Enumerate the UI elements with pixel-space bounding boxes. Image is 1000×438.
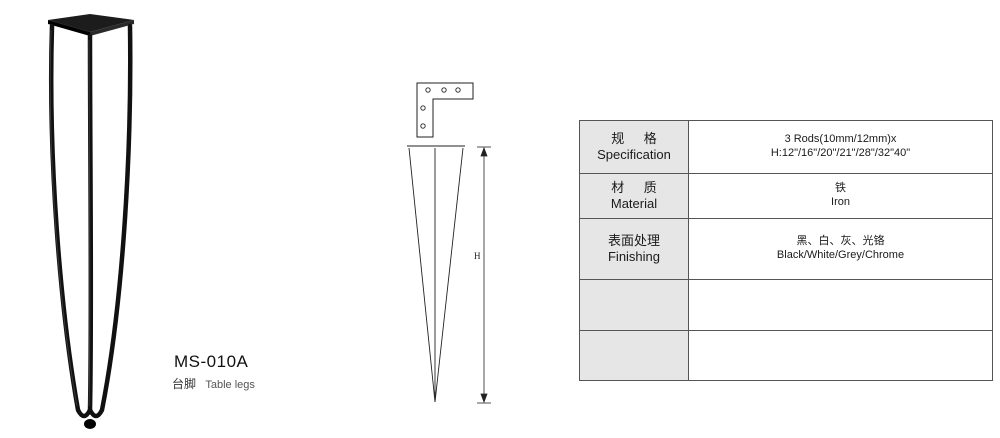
spec-label-cn: 材 质 bbox=[611, 179, 665, 195]
hairpin-leg-photo bbox=[48, 14, 134, 429]
spec-value-line: 3 Rods(10mm/12mm)x bbox=[784, 133, 897, 146]
spec-value-line: 黑、白、灰、光铬 bbox=[796, 235, 885, 248]
height-label: H bbox=[474, 251, 481, 261]
model-number: MS-010A bbox=[174, 352, 249, 371]
spec-row-finishing: 表面处理 Finishing 黑、白、灰、光铬 Black/White/Grey… bbox=[579, 218, 993, 280]
spec-label-cn: 表面处理 bbox=[607, 232, 660, 248]
spec-row-specification: 规 格 Specification 3 Rods(10mm/12mm)x H:1… bbox=[579, 120, 993, 174]
spec-label-cell bbox=[579, 279, 689, 331]
spec-row-material: 材 质 Material 铁 Iron bbox=[579, 173, 993, 219]
spec-label-en: Finishing bbox=[607, 249, 661, 264]
spec-value-line: H:12"/16"/20"/21"/28"/32"40" bbox=[770, 147, 911, 159]
leg-rods bbox=[48, 23, 133, 413]
spec-value-cell bbox=[688, 330, 993, 381]
spec-value-cell bbox=[688, 279, 993, 331]
foot-cap bbox=[84, 419, 96, 429]
spec-label-en: Material bbox=[610, 196, 658, 211]
spec-label-en: Specification bbox=[597, 147, 671, 162]
spec-value-line: Iron bbox=[831, 196, 850, 208]
spec-label-cell: 表面处理 Finishing bbox=[579, 218, 689, 280]
spec-row-empty bbox=[579, 330, 993, 381]
spec-value-line: 铁 bbox=[835, 182, 846, 195]
spec-value-cell: 铁 Iron bbox=[688, 173, 993, 219]
product-name-cn: 台脚 bbox=[172, 377, 197, 391]
product-name-en: Table legs bbox=[205, 379, 255, 391]
spec-value-line: Black/White/Grey/Chrome bbox=[776, 249, 905, 261]
spec-label-cn: 规 格 bbox=[611, 130, 665, 146]
spec-label-cell bbox=[579, 330, 689, 381]
height-dimension bbox=[477, 146, 491, 404]
spec-table: 规 格 Specification 3 Rods(10mm/12mm)x H:1… bbox=[579, 120, 993, 381]
spec-row-empty bbox=[579, 279, 993, 331]
plate-holes bbox=[420, 87, 461, 129]
spec-label-cell: 材 质 Material bbox=[579, 173, 689, 219]
spec-value-cell: 3 Rods(10mm/12mm)x H:12"/16"/20"/21"/28"… bbox=[688, 120, 993, 174]
leg-outline bbox=[408, 147, 464, 403]
plate-outline bbox=[416, 82, 474, 138]
mounting-plate bbox=[48, 14, 134, 32]
technical-drawing: H bbox=[407, 82, 491, 404]
product-caption: 台脚 Table legs bbox=[172, 375, 255, 392]
spec-value-cell: 黑、白、灰、光铬 Black/White/Grey/Chrome bbox=[688, 218, 993, 280]
spec-label-cell: 规 格 Specification bbox=[579, 120, 689, 174]
